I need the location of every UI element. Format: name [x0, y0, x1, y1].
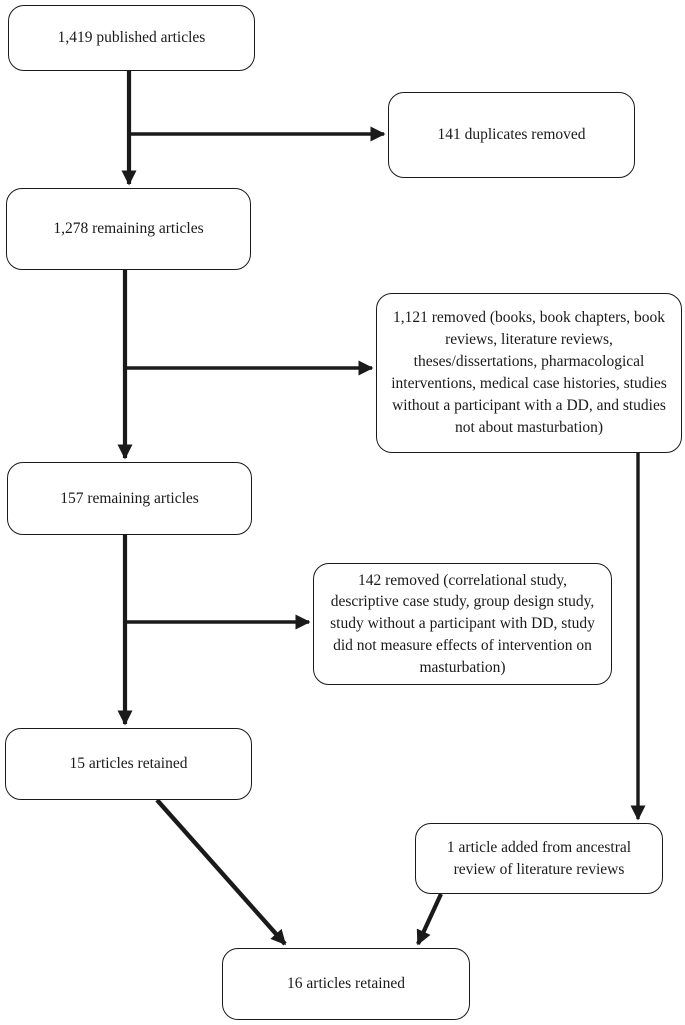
arrow-added1-to-retained16 [416, 893, 443, 946]
flow-box-added-1-label: 1 article added from ancestral review of… [446, 839, 632, 878]
flow-box-removed-1121-label: 1,121 removed (books, book chapters, boo… [391, 309, 667, 436]
flow-box-published: 1,419 published articles [8, 5, 255, 71]
flow-box-retained-15-label: 15 articles retained [69, 755, 188, 773]
flow-box-retained-16: 16 articles retained [222, 948, 470, 1020]
flow-box-retained-16-label: 16 articles retained [287, 975, 405, 993]
flow-box-removed-1121: 1,121 removed (books, book chapters, boo… [376, 293, 682, 453]
flow-box-removed-142: 142 removed (correlational study, descri… [313, 563, 612, 685]
flow-box-added-1: 1 article added from ancestral review of… [415, 823, 663, 894]
flow-box-duplicates-removed-label: 141 duplicates removed [437, 126, 586, 144]
flow-box-remaining-1278: 1,278 remaining articles [6, 188, 251, 270]
flow-box-remaining-1278-label: 1,278 remaining articles [53, 220, 204, 238]
flow-box-published-label: 1,419 published articles [57, 29, 206, 47]
flow-box-remaining-157-label: 157 remaining articles [60, 489, 199, 507]
arrow-retained15-to-retained16 [155, 798, 287, 946]
flow-box-retained-15: 15 articles retained [5, 728, 252, 800]
flow-box-duplicates-removed: 141 duplicates removed [388, 92, 635, 178]
flow-box-remaining-157: 157 remaining articles [7, 462, 252, 535]
flow-box-removed-142-label: 142 removed (correlational study, descri… [330, 571, 595, 676]
